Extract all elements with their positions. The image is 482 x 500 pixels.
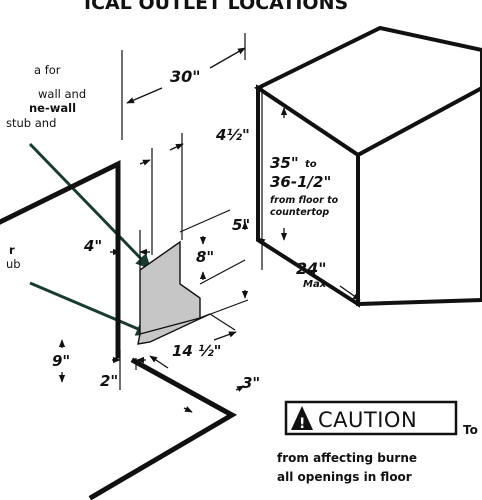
dim-height-max: 36-1/2" — [270, 173, 331, 191]
caution-trail: To — [463, 423, 478, 437]
note-top: a for wall and ne-wall stub and — [6, 63, 86, 130]
dim-height-to: to — [305, 159, 317, 170]
dim-height-note-1: from floor to — [270, 195, 339, 206]
note-top-line-3: ne-wall — [29, 101, 76, 115]
dim-gap-8: 8" — [196, 248, 214, 266]
pointer-arrow-lower — [29, 281, 152, 336]
dim-gap-4: 4" — [83, 237, 102, 255]
note-bottom: r ub — [6, 243, 21, 271]
warning-exclamation: ! — [299, 416, 305, 432]
caution-box — [284, 400, 458, 436]
page-title: ICAL OUTLET LOCATIONS — [84, 0, 348, 14]
dim-depth-note: Max — [303, 279, 327, 290]
note-bottom-line-2: ub — [6, 257, 21, 271]
note-bottom-line-1: r — [9, 243, 15, 257]
dim-depth: 24" — [296, 259, 327, 278]
dim-gap-5: 5" — [232, 216, 250, 234]
wall-outline — [0, 159, 238, 500]
dim-height-note-2: countertop — [270, 207, 329, 218]
dim-width-top: 30" — [170, 67, 201, 86]
dim-gap-9: 9" — [52, 352, 70, 370]
caution-line-1: from affecting burne — [277, 451, 417, 465]
outlet-area-lower — [137, 313, 211, 345]
dim-gap-3: 3" — [242, 374, 260, 392]
dim-gap-2: 2" — [100, 372, 118, 390]
dim-height-main: 35" — [270, 154, 299, 172]
dimension-arrows — [58, 47, 361, 413]
pointer-arrow-upper — [28, 142, 152, 270]
note-top-line-1: a for — [34, 63, 61, 77]
caution-word: CAUTION — [318, 408, 417, 432]
extension-lines — [119, 33, 249, 390]
warning-triangle-icon — [291, 406, 313, 430]
dim-offset-4-5: 4½" — [215, 126, 250, 144]
note-top-line-2: wall and — [38, 87, 86, 101]
dim-width-14-5: 14 ½" — [172, 342, 221, 360]
cabinet-outline — [254, 25, 482, 308]
caution-line-2: all openings in floor — [277, 470, 412, 484]
caution-block: ! CAUTION To from affecting burne all op… — [277, 400, 478, 484]
note-top-line-4: stub and — [6, 116, 56, 130]
